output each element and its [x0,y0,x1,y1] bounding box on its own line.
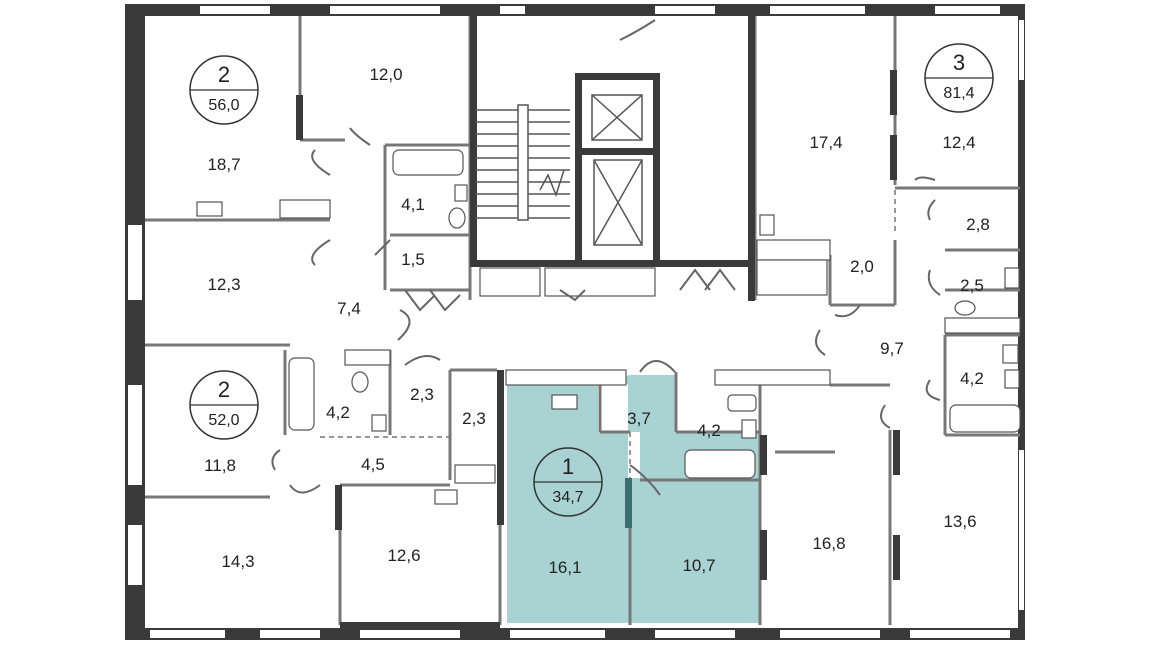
room-area-label: 14,3 [221,552,254,571]
elevators [591,94,643,246]
staircase [475,104,570,221]
apartment-badge-3[interactable]: 3 81,4 [924,43,994,113]
apartment-badge-2-a[interactable]: 2 56,0 [189,55,259,125]
room-area-label: 12,3 [207,275,240,294]
door-swings [271,19,941,496]
room-area-label: 2,3 [462,409,486,428]
room-area-label: 10,7 [682,556,715,575]
room-area-label: 4,2 [697,421,721,440]
room-area-label: 12,4 [942,133,975,152]
outer-walls [125,4,1025,640]
room-area-label: 4,2 [960,369,984,388]
room-area-label: 4,5 [361,455,385,474]
room-labels: 18,7 12,0 4,1 1,5 12,3 7,4 17,4 12,4 2,8… [204,65,990,577]
room-area-label: 16,8 [812,534,845,553]
cabinets [279,199,1021,484]
sanitary-fixtures [196,184,1020,505]
apartment-rooms: 1 [562,454,574,479]
room-area-label: 1,5 [401,250,425,269]
room-area-label: 7,4 [337,299,361,318]
room-area-label: 4,1 [401,195,425,214]
room-area-label: 2,5 [960,276,984,295]
apartment-1-highlight[interactable] [507,375,760,623]
apartment-area: 81,4 [943,85,974,102]
room-area-label: 4,2 [326,403,350,422]
apartment-area: 56,0 [208,97,239,114]
room-area-label: 17,4 [809,133,842,152]
apartment-rooms: 2 [218,377,230,402]
apartment-rooms: 3 [953,50,965,75]
room-area-label: 13,6 [943,512,976,531]
room-area-label: 2,8 [966,215,990,234]
room-area-label: 3,7 [627,409,651,428]
apartment-area: 52,0 [208,412,239,429]
dashed-separators [320,190,896,478]
room-area-label: 11,8 [204,456,236,475]
room-area-label: 18,7 [207,155,240,174]
room-area-label: 16,1 [548,558,581,577]
room-area-label: 9,7 [880,339,904,358]
apartment-area: 34,7 [552,489,583,506]
apartment-badge-2-b[interactable]: 2 52,0 [189,370,259,440]
apartment-badge-1[interactable]: 1 34,7 [533,447,603,517]
room-area-label: 12,0 [369,65,402,84]
apartment-rooms: 2 [218,62,230,87]
bathtubs [288,149,1021,479]
room-area-label: 12,6 [387,546,420,565]
room-area-label: 2,0 [850,257,874,276]
room-area-label: 2,3 [410,385,434,404]
dark-wall-segments [296,16,900,628]
